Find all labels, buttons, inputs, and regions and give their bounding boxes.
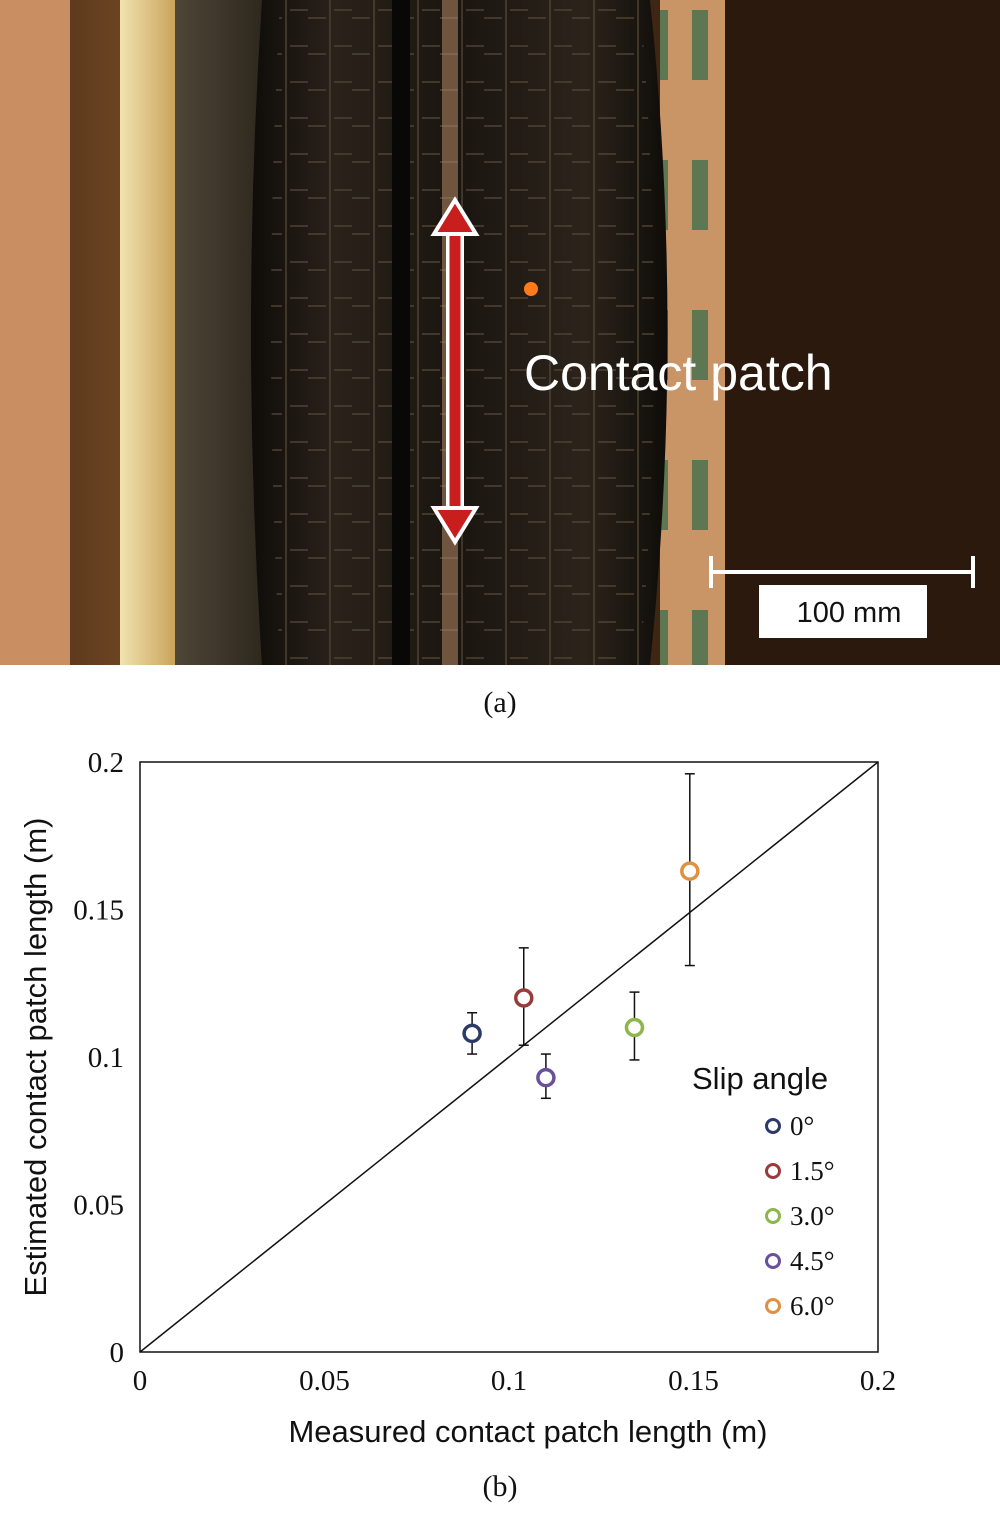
x-tick-label: 0.05	[299, 1365, 350, 1397]
legend: Slip angle 0° 1.5° 3.0° 4.5° 6.0°	[692, 1061, 835, 1321]
x-tick-label: 0.15	[668, 1365, 719, 1397]
scale-bar	[709, 556, 975, 588]
legend-entry: 3.0°	[790, 1201, 835, 1231]
tread-groove	[392, 0, 410, 665]
x-tick-label: 0.2	[860, 1365, 896, 1397]
data-marker	[680, 861, 700, 881]
contact-patch-annotation: Contact patch	[524, 345, 833, 401]
legend-entry: 0°	[790, 1111, 814, 1141]
panel-label-b: (b)	[482, 1470, 518, 1503]
scale-bar-label-box	[759, 585, 927, 638]
y-tick-label: 0.2	[88, 747, 124, 779]
legend-marker	[765, 1208, 781, 1224]
y-tick-label: 0.05	[73, 1190, 124, 1222]
y-tick-label: 0.15	[73, 895, 124, 927]
identity-reference-line	[139, 761, 879, 1353]
legend-entry: 4.5°	[790, 1246, 835, 1276]
data-marker	[536, 1067, 556, 1088]
panel-label-a: (a)	[483, 686, 517, 719]
legend-title: Slip angle	[692, 1061, 828, 1096]
data-point-0°	[462, 1012, 482, 1055]
data-point-6.0°	[680, 773, 700, 967]
x-axis-title: Measured contact patch length (m)	[288, 1414, 767, 1449]
legend-marker	[765, 1163, 781, 1179]
data-marker	[462, 1023, 482, 1044]
x-tick-label: 0	[133, 1365, 148, 1397]
legend-marker	[765, 1298, 781, 1314]
legend-marker	[765, 1118, 781, 1134]
right-backdrop-strip	[660, 0, 725, 665]
scale-bar-label: 100 mm	[797, 597, 902, 629]
data-point-1.5°	[514, 947, 534, 1046]
chart-svg: 0 0.05 0.1 0.15 0.2 0 0.05 0.1 0.15 0.2 Measured…	[18, 747, 896, 1449]
data-points	[462, 773, 700, 1100]
right-dark-region	[725, 0, 1000, 665]
left-backdrop	[0, 0, 70, 665]
contact-patch-photo: Contact patch 100 mm	[0, 0, 1000, 665]
x-tick-label: 0.1	[491, 1365, 527, 1397]
data-marker	[624, 1017, 645, 1038]
plot-area-frame	[139, 761, 879, 1353]
legend-entry: 6.0°	[790, 1291, 835, 1321]
photo-illustration: Contact patch 100 mm	[0, 0, 1000, 665]
y-axis-ticks: 0 0.05 0.1 0.15 0.2	[73, 747, 124, 1369]
y-tick-label: 0.1	[88, 1042, 124, 1074]
y-tick-label: 0	[110, 1337, 125, 1369]
light-reflection	[524, 282, 538, 296]
legend-marker	[765, 1253, 781, 1269]
data-point-4.5°	[536, 1053, 556, 1100]
data-marker	[514, 988, 534, 1008]
legend-entry: 1.5°	[790, 1156, 835, 1186]
y-axis-title: Estimated contact patch length (m)	[18, 817, 53, 1296]
scatter-chart: 0 0.05 0.1 0.15 0.2 0 0.05 0.1 0.15 0.2 Measured…	[0, 740, 1000, 1470]
contact-patch-arrow	[430, 196, 480, 546]
x-axis-ticks: 0 0.05 0.1 0.15 0.2	[133, 1365, 896, 1397]
data-point-3.0°	[624, 991, 645, 1061]
